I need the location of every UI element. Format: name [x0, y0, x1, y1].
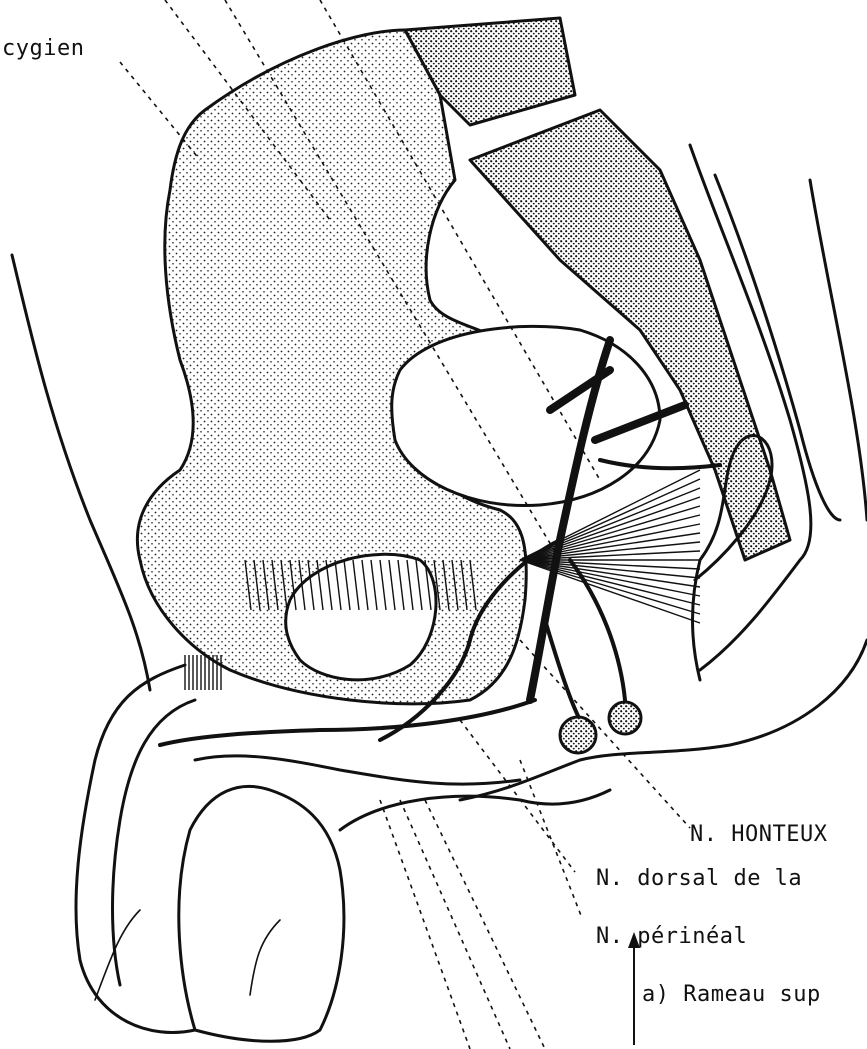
scrotum: [340, 790, 610, 830]
glans: [179, 786, 344, 1041]
nerve-branch-e: [160, 700, 535, 745]
label-rameau: a) Rameau sup: [642, 982, 821, 1007]
label-perineal: N. périnéal: [596, 924, 747, 949]
leader-low-3: [425, 800, 545, 1049]
leader-low-1: [380, 800, 470, 1049]
gland-nodule-2: [609, 702, 641, 734]
glans-nerve-1: [95, 910, 140, 1000]
body-outline-left: [12, 255, 150, 690]
glans-nerve-2: [250, 920, 280, 995]
label-dorsal: N. dorsal de la: [596, 866, 802, 891]
label-honteux: N. HONTEUX: [690, 822, 827, 847]
gland-nodule-1: [560, 717, 596, 753]
urethra-line: [195, 756, 520, 784]
nerve-branch-b: [545, 620, 580, 720]
leader-honteux: [520, 640, 690, 828]
penis-shaft-outer: [76, 665, 195, 1032]
leader-perineal: [520, 760, 582, 918]
leader-low-2: [400, 800, 510, 1049]
fiber-line: [520, 524, 700, 560]
penis-shaft-inner: [113, 700, 196, 985]
label-coccygien: cygien: [2, 36, 84, 61]
